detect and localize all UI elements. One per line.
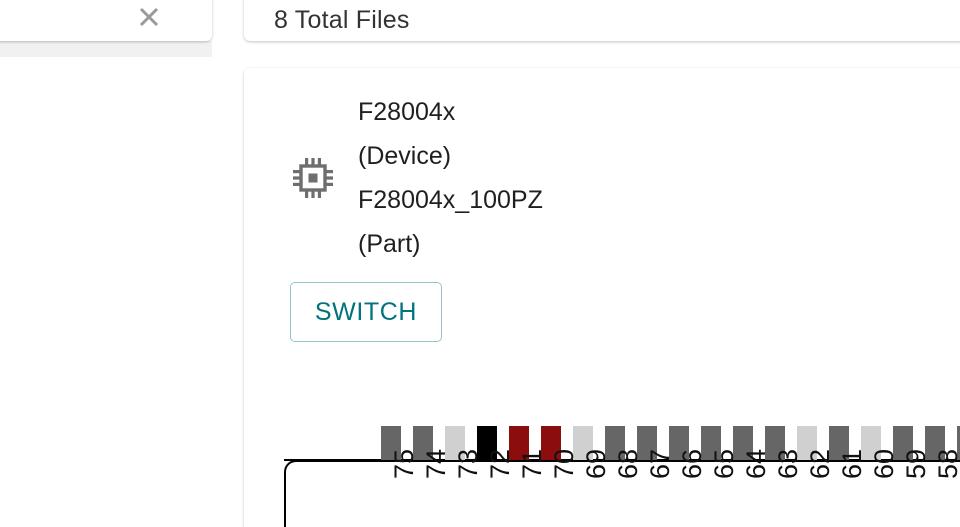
pin-bar — [925, 426, 945, 460]
pin-bar — [893, 426, 913, 460]
top-pin[interactable] — [695, 426, 727, 460]
pin-bar — [381, 426, 401, 460]
top-pin[interactable] — [503, 426, 535, 460]
device-name-block: F28004x (Device) F28004x_100PZ (Part) — [358, 90, 543, 266]
top-pin[interactable] — [599, 426, 631, 460]
top-pin[interactable] — [823, 426, 855, 460]
pin-bar — [477, 426, 497, 460]
top-pin-label-slot: 73 — [439, 449, 483, 526]
top-pin-label-slot: 69 — [567, 449, 611, 526]
top-pin-label-slot: 60 — [855, 449, 899, 526]
top-pin-label-slot: 74 — [407, 449, 451, 526]
total-files-label: 8 Total Files — [274, 6, 410, 34]
pin-bar — [797, 426, 817, 460]
top-pin-label-slot: 66 — [663, 449, 707, 526]
top-pin-label-row: 7574737271706968676665646362616059585756 — [375, 449, 960, 526]
files-summary-card: 8 Total Files — [244, 0, 960, 41]
left-panel-backdrop — [0, 41, 212, 57]
device-line-0: F28004x — [358, 98, 456, 126]
package-pin-diagram: 7574737271706968676665646362616059585756… — [244, 354, 960, 527]
top-pin[interactable] — [951, 426, 960, 460]
top-pin[interactable] — [631, 426, 663, 460]
top-pin[interactable] — [439, 426, 471, 460]
device-line-2: F28004x_100PZ — [358, 186, 543, 214]
pin-bar — [957, 426, 960, 460]
top-pin-label-slot: 61 — [823, 449, 867, 526]
top-pin-label-slot: 75 — [375, 449, 419, 526]
top-pin-label-slot: 67 — [631, 449, 675, 526]
pin-bar — [669, 426, 689, 460]
top-pin[interactable] — [663, 426, 695, 460]
device-line-3: (Part) — [358, 230, 421, 258]
pin-bar — [573, 426, 593, 460]
pin-bar — [701, 426, 721, 460]
top-pin-label-slot: 68 — [599, 449, 643, 526]
pin-bar — [765, 426, 785, 460]
top-pin-label-slot: 70 — [535, 449, 579, 526]
top-pin[interactable] — [407, 426, 439, 460]
top-pin[interactable] — [759, 426, 791, 460]
pin-bar — [861, 426, 881, 460]
microchip-icon — [293, 158, 333, 198]
close-icon — [139, 7, 159, 27]
top-pin[interactable] — [375, 426, 407, 460]
top-pin[interactable] — [855, 426, 887, 460]
top-pin[interactable] — [791, 426, 823, 460]
top-pin-label-slot: 59 — [887, 449, 931, 526]
top-pin[interactable] — [535, 426, 567, 460]
pin-bar — [413, 426, 433, 460]
top-pin[interactable] — [727, 426, 759, 460]
pin-bar — [605, 426, 625, 460]
device-info-card: F28004x (Device) F28004x_100PZ (Part) SW… — [244, 68, 960, 527]
top-pin-label-slot: 58 — [919, 449, 960, 526]
left-dialog-card — [0, 0, 212, 41]
top-pin[interactable] — [471, 426, 503, 460]
close-button[interactable] — [134, 2, 164, 32]
pin-bar — [541, 426, 561, 460]
top-pin[interactable] — [919, 426, 951, 460]
device-summary: F28004x (Device) F28004x_100PZ (Part) — [290, 90, 543, 266]
package-body-outline — [284, 460, 960, 527]
top-pin-label-slot: 64 — [727, 449, 771, 526]
top-pin-label-slot: 71 — [503, 449, 547, 526]
pin-bar — [509, 426, 529, 460]
top-pin-label-slot: 65 — [695, 449, 739, 526]
top-pin-label-slot: 63 — [759, 449, 803, 526]
top-pin-label-slot: 72 — [471, 449, 515, 526]
top-pin[interactable] — [887, 426, 919, 460]
top-pin-label-slot: 62 — [791, 449, 835, 526]
pin-bar — [733, 426, 753, 460]
top-pin-label-slot: 57 — [951, 462, 960, 526]
top-pin-row — [375, 426, 960, 460]
top-pin[interactable] — [567, 426, 599, 460]
device-line-1: (Device) — [358, 142, 452, 170]
package-top-edge — [284, 459, 960, 461]
switch-device-button[interactable]: SWITCH — [290, 282, 442, 342]
pin-bar — [445, 426, 465, 460]
pin-bar — [637, 426, 657, 460]
pin-bar — [829, 426, 849, 460]
